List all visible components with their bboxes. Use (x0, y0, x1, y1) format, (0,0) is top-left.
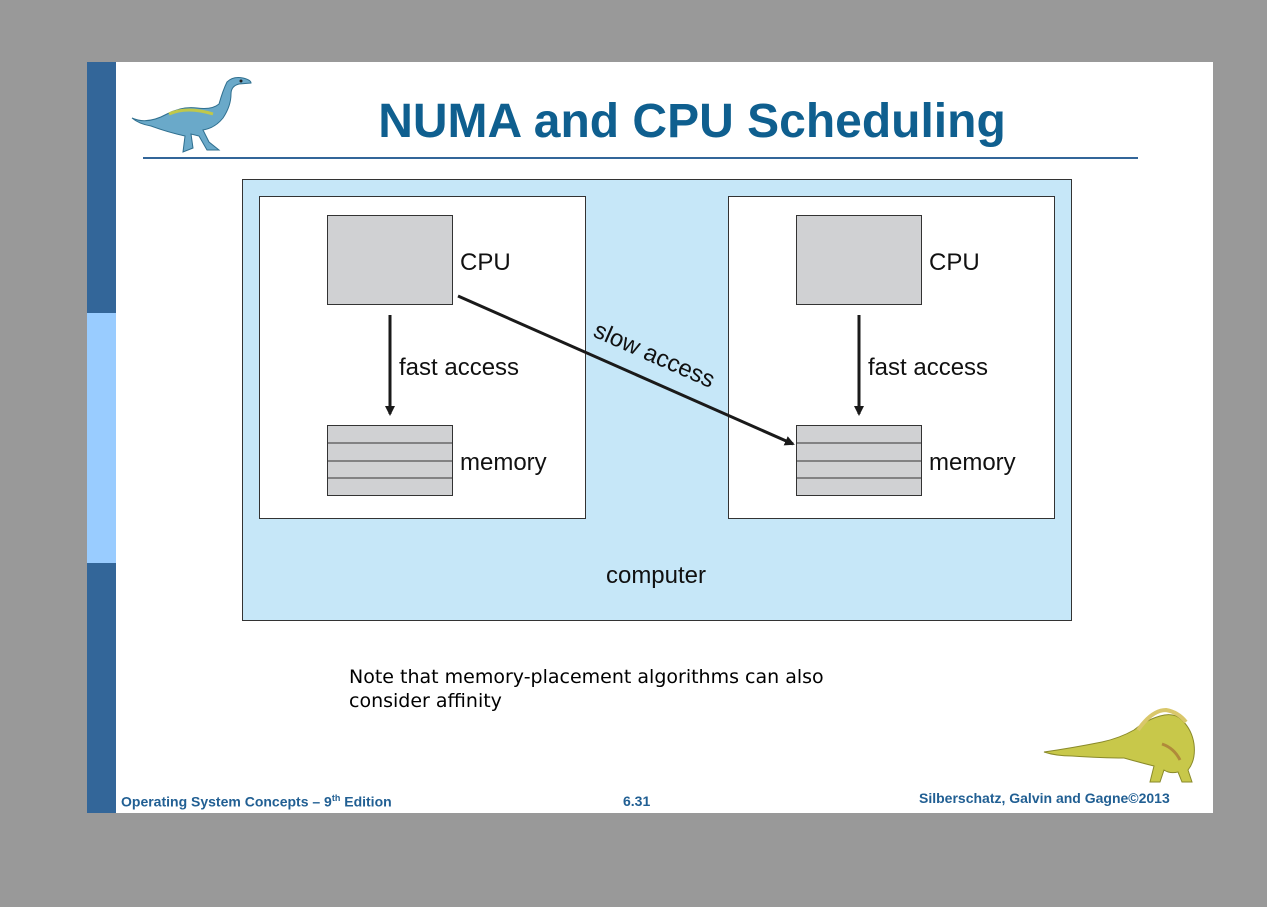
note-line-2: consider affinity (349, 690, 502, 712)
left-cpu-label: CPU (460, 249, 511, 276)
footer-book-title-suffix: Edition (340, 793, 392, 810)
footer-book-title-sup: th (331, 793, 341, 803)
title-divider (143, 157, 1138, 159)
dinosaur-icon (131, 77, 252, 153)
right-cpu-box (796, 215, 922, 305)
slow-access-arrow (457, 294, 795, 446)
note-line-1: Note that memory-placement algorithms ca… (349, 666, 824, 688)
page-title: NUMA and CPU Scheduling (378, 95, 1006, 148)
footer-copyright: Silberschatz, Galvin and Gagne©2013 (919, 790, 1170, 806)
side-band-top (87, 62, 116, 313)
dinosaur-icon (1043, 707, 1195, 783)
slide: NUMA and CPU Scheduling CPU fast access … (87, 62, 1213, 813)
footer-book-title: Operating System Concepts – 9th Edition (121, 793, 392, 810)
right-fast-access-label: fast access (868, 354, 988, 381)
left-fast-access-label: fast access (399, 354, 519, 381)
side-band-bottom (87, 563, 116, 813)
note-text: Note that memory-placement algorithms ca… (349, 665, 909, 713)
side-band-middle (87, 313, 116, 563)
page-number: 6.31 (623, 793, 651, 809)
right-cpu-label: CPU (929, 249, 980, 276)
computer-label: computer (606, 562, 706, 589)
left-memory-box (327, 425, 453, 496)
left-cpu-box (327, 215, 453, 305)
right-memory-label: memory (929, 449, 1016, 476)
right-memory-box (796, 425, 922, 496)
left-memory-label: memory (460, 449, 547, 476)
numa-diagram: CPU fast access memory CPU fast access m… (242, 179, 1072, 621)
footer-book-title-prefix: Operating System Concepts – 9 (121, 793, 332, 810)
